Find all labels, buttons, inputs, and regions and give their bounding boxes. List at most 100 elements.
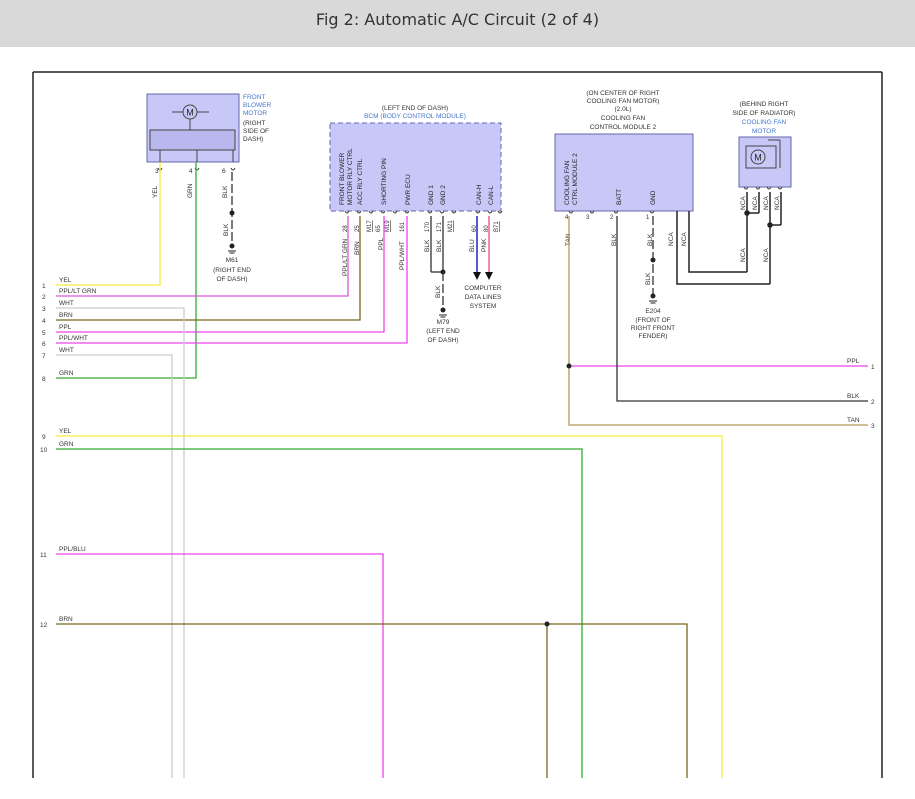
m61-loc-1: (RIGHT END [213, 267, 251, 274]
blower-loc-2: SIDE OF [243, 128, 269, 135]
bcm-label-gnd2: GND 2 [440, 185, 447, 205]
left-wire-color: PPL/BLU [59, 546, 86, 553]
left-wire-labels: 1 YEL 2 PPL/LT GRN 3 WHT 4 BRN 5 PPL 6 P… [40, 277, 97, 629]
blower-wire-blk: BLK [222, 185, 229, 198]
left-wire-color: GRN [59, 370, 74, 377]
m61-loc-2: OF DASH) [216, 276, 247, 283]
bcm-label-canl: CAN-L [488, 185, 495, 205]
left-wire-color: YEL [59, 428, 72, 435]
cfcm-nca-2: NCA [681, 232, 688, 246]
bcm-pin-28: 28 [343, 225, 349, 232]
bcm-pin-m19: M19 [385, 220, 391, 232]
m61-name: M61 [226, 257, 239, 264]
left-wire-num: 6 [42, 341, 46, 348]
fan-loc-1: (BEHIND RIGHT [740, 101, 789, 108]
bcm-pin-170: 170 [425, 221, 431, 232]
bcm-label-pwr: PWR ECU [405, 174, 412, 205]
left-wire-num: 5 [42, 330, 46, 337]
left-wire-color: GRN [59, 441, 74, 448]
cfcm-pin-1: 1 [646, 215, 650, 221]
bcm-wire-blk-2: BLK [436, 239, 443, 252]
m79-loc-1: (LEFT END [426, 328, 460, 335]
bcm-wire-pnk: PNK [481, 238, 488, 252]
bcm-pin-m17: M17 [367, 220, 373, 232]
ground-m61: BLK M61 (RIGHT END OF DASH) [213, 172, 251, 283]
fan-connections [676, 192, 782, 285]
fan-motor-symbol: M [754, 153, 762, 163]
cfcm-label-batt: BATT [616, 189, 623, 205]
data-lines-1: COMPUTER [464, 285, 502, 292]
blower-wire-grn: GRN [187, 183, 194, 198]
bcm-label-blower-1: FRONT BLOWER [339, 152, 346, 205]
cfcm-loc-1: (ON CENTER OF RIGHT [586, 90, 659, 97]
blower-pin-4: 4 [189, 168, 193, 175]
fan-name-1: COOLING FAN [742, 119, 787, 126]
cfcm-label-gnd: GND [650, 190, 657, 205]
bcm-pin-80: 80 [484, 225, 490, 232]
left-wire-num: 12 [40, 622, 48, 629]
fan-loc-2: SIDE OF RADIATOR) [733, 110, 796, 117]
left-wire-num: 10 [40, 447, 48, 454]
m79-loc-2: OF DASH) [427, 337, 458, 344]
fan-motor-icon [750, 149, 766, 165]
bcm-wire-ppl-wht: PPL/WHT [399, 241, 406, 270]
left-wire-num: 4 [42, 318, 46, 325]
cfcm-nca-1: NCA [668, 232, 675, 246]
blower-pin-6: 6 [222, 168, 226, 175]
cfcm-pin-2: 2 [610, 215, 614, 221]
bcm-wire-blu: BLU [469, 239, 476, 252]
bcm-pin-65: 65 [376, 225, 382, 232]
left-wire-color: PPL [59, 324, 72, 331]
e204-loc-3: FENDER) [639, 333, 668, 340]
cfcm-name-1: COOLING FAN [601, 115, 646, 122]
e204-loc-1: (FRONT OF [635, 317, 670, 324]
splice-brn [544, 621, 550, 627]
bcm-module: (LEFT END OF DASH) BCM (BODY CONTROL MOD… [329, 105, 503, 276]
ground-e204: BLK E204 (FRONT OF RIGHT FRONT FENDER) [631, 216, 675, 340]
title-bar [0, 0, 915, 47]
left-wire-num: 11 [40, 552, 47, 559]
blower-name-1: FRONT [243, 94, 265, 101]
bcm-location: (LEFT END OF DASH) [382, 105, 448, 112]
bcm-pin-161: 161 [400, 221, 406, 232]
motor-icon [182, 104, 198, 120]
left-wire-num: 3 [42, 306, 46, 313]
cfcm-wire-blk-gnd: BLK [647, 233, 654, 246]
right-wire-color: BLK [847, 393, 860, 400]
left-wire-num: 8 [42, 376, 46, 383]
bcm-pin-b71: B71 [494, 221, 500, 232]
left-wire-color: PPL/WHT [59, 335, 88, 342]
e204-name: E204 [645, 308, 661, 315]
cfcm-label-1: COOLING FAN [564, 160, 571, 205]
bcm-wire-blk-1: BLK [424, 239, 431, 252]
bcm-label-canh: CAN-H [476, 184, 483, 205]
bcm-label-acc: ACC RLY CTRL [357, 158, 364, 205]
arrow-down-icon [485, 272, 493, 280]
cfcm-wire-blk-batt: BLK [611, 233, 618, 246]
left-wire-num: 1 [42, 283, 46, 290]
e204-wire: BLK [645, 272, 652, 285]
left-wire-num: 9 [42, 434, 46, 441]
blower-name-2: BLOWER [243, 102, 271, 109]
cfcm-loc-3: (2.0L) [615, 106, 632, 113]
splice-tan-ppl [566, 363, 572, 369]
cooling-fan-motor: (BEHIND RIGHT SIDE OF RADIATOR) COOLING … [733, 101, 796, 262]
fan-nca-4: NCA [774, 196, 781, 210]
figure-title: Fig 2: Automatic A/C Circuit (2 of 4) [315, 10, 600, 29]
left-wire-color: WHT [59, 300, 74, 307]
e204-loc-2: RIGHT FRONT [631, 325, 675, 332]
cfcm-pin-3: 3 [586, 215, 590, 221]
right-wire-color: PPL [847, 358, 860, 365]
right-wire-num: 1 [871, 364, 875, 371]
right-wire-labels: PPL 1 BLK 2 TAN 3 [847, 358, 875, 430]
blower-wire-yel: YEL [152, 185, 159, 198]
diagram-frame [32, 71, 883, 778]
bcm-wire-ppl-ltgrn: PPL/LT GRN [342, 238, 349, 276]
bcm-name: BCM (BODY CONTROL MODULE) [364, 113, 466, 120]
fan-nca-5: NCA [740, 248, 747, 262]
left-wire-color: BRN [59, 616, 73, 623]
arrow-down-icon [473, 272, 481, 280]
m79-name: M79 [437, 319, 450, 326]
front-blower-motor: M FRONT BLOWER MOTOR (RIGHT SIDE OF DASH… [146, 93, 271, 198]
right-wire-color: TAN [847, 417, 860, 424]
